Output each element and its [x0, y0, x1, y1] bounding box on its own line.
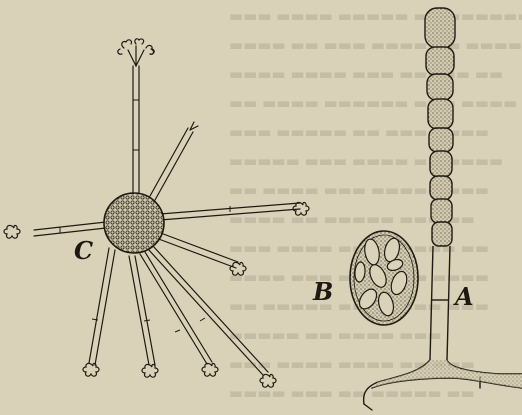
bottom-middle-sporangiophore-head: [202, 363, 218, 376]
sporangium-body: [104, 193, 164, 253]
figure-label-a: A: [455, 282, 474, 311]
figure-a-conidial-chain-group: [364, 8, 522, 410]
figure-c-sporangium-group: [4, 39, 309, 387]
right-lower-sporangiophore-head: [230, 262, 246, 275]
left-sporangiophore-head: [4, 225, 20, 238]
bottom-sporangiophore-head: [142, 364, 158, 377]
figure-label-b: B: [313, 277, 333, 306]
bottom-right-sporangiophore-head: [260, 374, 276, 387]
figure-label-c: C: [74, 236, 93, 265]
bottom-left-sporangiophore-head: [83, 363, 99, 376]
figure-b-ascus-group: [350, 231, 418, 325]
